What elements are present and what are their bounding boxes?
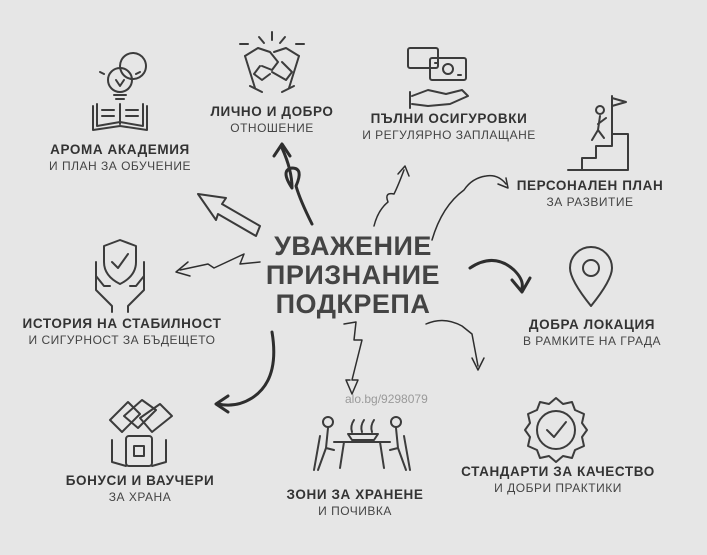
benefit-quality: СТАНДАРТИ ЗА КАЧЕСТВО И ДОБРИ ПРАКТИКИ (444, 464, 672, 495)
benefit-title: ЗОНИ ЗА ХРАНЕНЕ (286, 487, 424, 502)
benefit-subtitle: И ДОБРИ ПРАКТИКИ (494, 481, 622, 495)
benefit-subtitle: И СИГУРНОСТ ЗА БЪДЕЩЕТО (28, 333, 216, 347)
arrow-to-development (431, 174, 507, 241)
benefit-title: СТАНДАРТИ ЗА КАЧЕСТВО (461, 464, 655, 479)
arrow-to-quality (425, 319, 479, 367)
arrow-to-academy (197, 193, 261, 237)
book-lightbulb-icon (92, 52, 148, 131)
quality-badge-icon (524, 397, 588, 463)
benefit-insurance: ПЪЛНИ ОСИГУРОВКИ И РЕГУЛЯРНО ЗАПЛАЩАНЕ (338, 111, 560, 142)
benefit-academy: АРОМА АКАДЕМИЯ И ПЛАН ЗА ОБУЧЕНИЕ (20, 142, 220, 173)
center-line-1: УВАЖЕНИЕ (274, 231, 432, 261)
benefit-subtitle: И ПЛАН ЗА ОБУЧЕНИЕ (49, 159, 191, 173)
benefit-dining: ЗОНИ ЗА ХРАНЕНЕ И ПОЧИВКА (270, 487, 440, 518)
career-stairs-icon (567, 95, 629, 171)
benefit-title: ДОБРА ЛОКАЦИЯ (528, 317, 656, 332)
center-line-3: ПОДКРЕПА (275, 289, 431, 319)
shield-hands-icon (95, 239, 145, 313)
benefit-subtitle: И РЕГУЛЯРНО ЗАПЛАЩАНЕ (362, 128, 536, 142)
benefit-title: ПЕРСОНАЛЕН ПЛАН (516, 178, 664, 193)
benefit-subtitle: ЗА ХРАНА (108, 490, 172, 504)
arrow-to-location (468, 259, 524, 290)
benefit-title: ПЪЛНИ ОСИГУРОВКИ (370, 111, 528, 126)
central-values: УВАЖЕНИЕ ПРИЗНАНИЕ ПОДКРЕПА (248, 232, 458, 319)
benefit-location: ДОБРА ЛОКАЦИЯ В РАМКИТЕ НА ГРАДА (510, 317, 674, 348)
benefit-history: ИСТОРИЯ НА СТАБИЛНОСТ И СИГУРНОСТ ЗА БЪД… (6, 316, 238, 347)
arrow-to-history (179, 253, 261, 271)
benefit-development: ПЕРСОНАЛЕН ПЛАН ЗА РАЗВИТИЕ (508, 178, 672, 209)
benefit-bonuses: БОНУСИ И ВАУЧЕРИ ЗА ХРАНА (48, 473, 232, 504)
benefit-title: АРОМА АКАДЕМИЯ (50, 142, 190, 157)
handshake-icon (239, 31, 305, 93)
benefit-personal: ЛИЧНО И ДОБРО ОТНОШЕНИЕ (186, 104, 358, 135)
dining-table-icon (313, 416, 411, 471)
arrow-to-insurance (373, 169, 405, 227)
money-hand-icon (407, 47, 469, 109)
arrow-to-personal (280, 146, 314, 226)
benefit-title: ЛИЧНО И ДОБРО (210, 104, 334, 119)
benefit-title: БОНУСИ И ВАУЧЕРИ (65, 473, 215, 488)
benefit-title: ИСТОРИЯ НА СТАБИЛНОСТ (22, 316, 222, 331)
benefit-subtitle: ОТНОШЕНИЕ (230, 121, 314, 135)
watermark: alo.bg/9298079 (345, 392, 428, 406)
location-pin-icon (569, 246, 613, 307)
center-line-2: ПРИЗНАНИЕ (265, 260, 441, 290)
benefit-subtitle: И ПОЧИВКА (318, 504, 392, 518)
benefit-subtitle: В РАМКИТЕ НА ГРАДА (522, 334, 662, 348)
benefit-subtitle: ЗА РАЗВИТИЕ (546, 195, 634, 209)
arrow-to-bonuses (216, 330, 276, 407)
arrow-to-dining (343, 321, 363, 395)
vouchers-icon (109, 399, 173, 467)
